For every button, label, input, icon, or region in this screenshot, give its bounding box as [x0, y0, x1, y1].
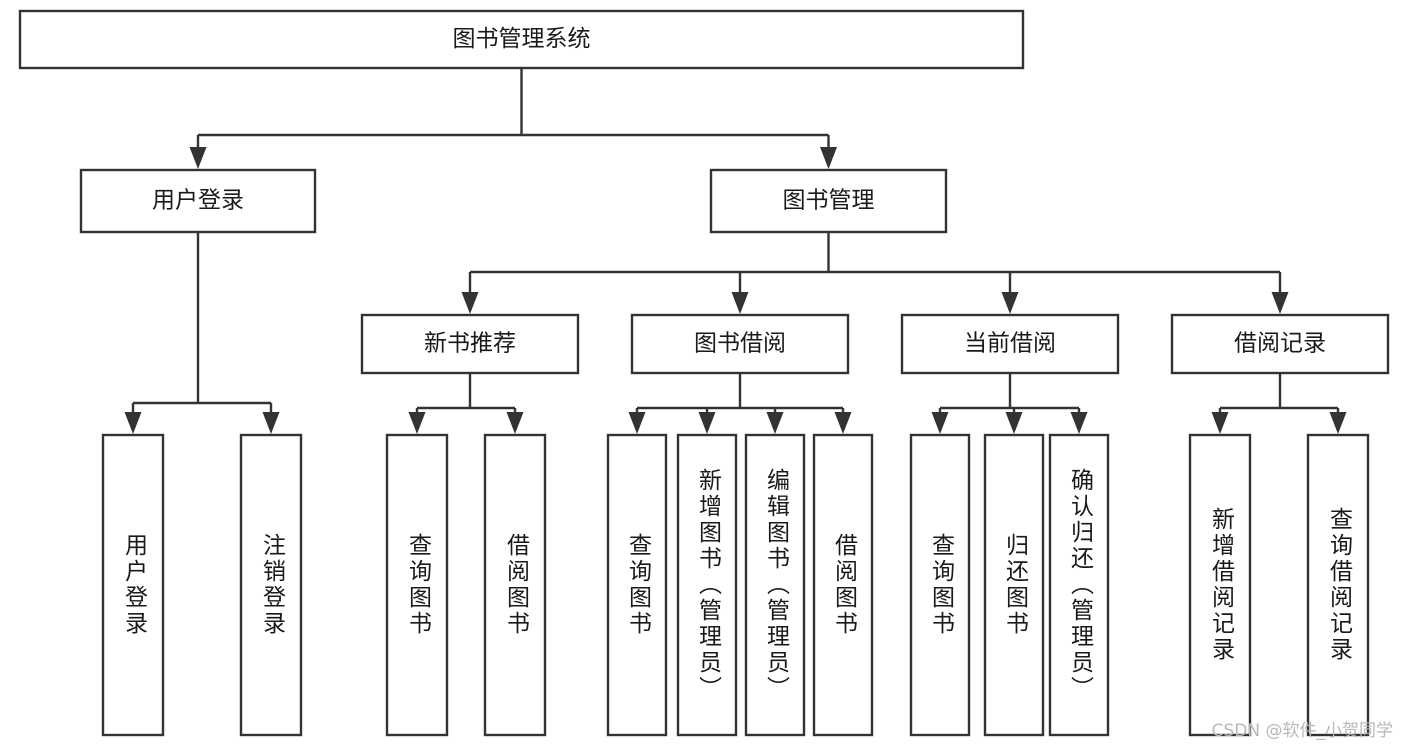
node-borrow[interactable]: 图书借阅 — [630, 313, 850, 375]
node-label: 确认归还（管理员） — [1067, 468, 1095, 702]
node-label: 新增借阅记录 — [1208, 507, 1236, 663]
node-leaf-3[interactable]: 查询图书 — [385, 433, 449, 737]
arrow-head-icon — [408, 412, 426, 434]
node-login[interactable]: 用户登录 — [79, 168, 317, 234]
node-box[interactable] — [630, 313, 850, 375]
node-leaf-4[interactable]: 借阅图书 — [483, 433, 547, 737]
node-leaf-1[interactable]: 用户登录 — [101, 433, 165, 737]
node-box[interactable] — [900, 313, 1120, 375]
node-leaf-6[interactable]: 新增图书（管理员） — [676, 433, 738, 737]
node-label: 用户登录 — [152, 188, 244, 214]
arrow-head-icon — [820, 147, 837, 169]
node-root[interactable]: 图书管理系统 — [18, 9, 1025, 70]
node-label: 新书推荐 — [424, 331, 516, 357]
node-leaf-13[interactable]: 查询借阅记录 — [1306, 433, 1370, 737]
arrow-head-icon — [506, 412, 524, 434]
node-label: 图书管理 — [783, 188, 875, 214]
node-box[interactable] — [676, 433, 738, 737]
node-label: 查询借阅记录 — [1326, 507, 1354, 663]
node-box[interactable] — [101, 433, 165, 737]
arrow-head-icon — [124, 412, 142, 434]
node-leaf-7[interactable]: 编辑图书（管理员） — [744, 433, 806, 737]
node-label: 新增图书（管理员） — [695, 468, 723, 702]
node-box[interactable] — [909, 433, 971, 737]
node-leaf-10[interactable]: 归还图书 — [983, 433, 1045, 737]
node-box[interactable] — [385, 433, 449, 737]
edge-group — [408, 373, 524, 434]
node-box[interactable] — [483, 433, 547, 737]
arrow-head-icon — [698, 412, 716, 434]
node-leaf-8[interactable]: 借阅图书 — [812, 433, 874, 737]
arrow-head-icon — [1211, 412, 1229, 434]
arrow-head-icon — [1329, 412, 1347, 434]
arrow-head-icon — [834, 412, 852, 434]
node-leaf-9[interactable]: 查询图书 — [909, 433, 971, 737]
arrow-head-icon — [1005, 412, 1023, 434]
edge-group — [461, 232, 1289, 314]
node-label: 归还图书 — [1002, 533, 1030, 637]
node-box[interactable] — [983, 433, 1045, 737]
node-leaf-5[interactable]: 查询图书 — [606, 433, 668, 737]
arrow-head-icon — [262, 412, 280, 434]
node-box[interactable] — [1048, 433, 1110, 737]
edge-group — [628, 373, 852, 434]
node-box[interactable] — [1188, 433, 1252, 737]
arrow-head-icon — [461, 292, 479, 314]
edge-group — [931, 373, 1088, 434]
node-label: 图书管理系统 — [453, 26, 591, 52]
node-label: 查询图书 — [928, 533, 956, 637]
edge-group — [189, 68, 837, 169]
node-box[interactable] — [79, 168, 317, 234]
node-box[interactable] — [18, 9, 1025, 70]
arrow-head-icon — [1001, 292, 1019, 314]
node-label: 编辑图书（管理员） — [763, 468, 791, 702]
node-box[interactable] — [1306, 433, 1370, 737]
node-bookmgmt[interactable]: 图书管理 — [709, 168, 948, 234]
node-box[interactable] — [239, 433, 303, 737]
node-leaf-11[interactable]: 确认归还（管理员） — [1048, 433, 1110, 737]
node-newbook[interactable]: 新书推荐 — [360, 313, 580, 375]
node-leaf-12[interactable]: 新增借阅记录 — [1188, 433, 1252, 737]
arrow-head-icon — [189, 147, 207, 169]
node-label: 借阅图书 — [831, 533, 859, 637]
arrow-head-icon — [731, 292, 749, 314]
edge-group — [124, 232, 280, 434]
node-box[interactable] — [744, 433, 806, 737]
edge-group — [1211, 373, 1347, 434]
node-label: 借阅图书 — [503, 533, 531, 637]
node-label: 查询图书 — [625, 533, 653, 637]
node-label: 当前借阅 — [964, 331, 1056, 357]
arrow-head-icon — [766, 412, 784, 434]
node-box[interactable] — [709, 168, 948, 234]
node-leaf-2[interactable]: 注销登录 — [239, 433, 303, 737]
node-label: 借阅记录 — [1234, 331, 1326, 357]
node-records[interactable]: 借阅记录 — [1170, 313, 1390, 375]
node-label: 查询图书 — [405, 533, 433, 637]
node-box[interactable] — [360, 313, 580, 375]
node-box[interactable] — [812, 433, 874, 737]
node-label: 用户登录 — [121, 533, 149, 637]
node-box[interactable] — [606, 433, 668, 737]
nodes-layer: 图书管理系统用户登录图书管理新书推荐图书借阅当前借阅借阅记录用户登录注销登录查询… — [18, 9, 1390, 737]
arrow-head-icon — [1271, 292, 1289, 314]
arrow-head-icon — [628, 412, 646, 434]
node-label: 图书借阅 — [694, 331, 786, 357]
edges-layer — [124, 68, 1347, 434]
node-current[interactable]: 当前借阅 — [900, 313, 1120, 375]
node-label: 注销登录 — [259, 533, 287, 637]
node-box[interactable] — [1170, 313, 1390, 375]
arrow-head-icon — [931, 412, 949, 434]
arrow-head-icon — [1070, 412, 1088, 434]
